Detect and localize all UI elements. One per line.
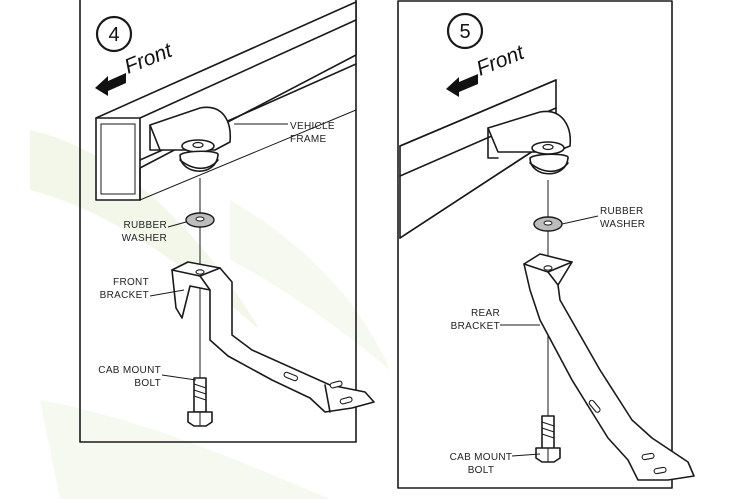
step-4-bracket-label-1: FRONT — [113, 277, 149, 288]
step-5-bolt-label-2: BOLT — [468, 465, 495, 476]
step-5-badge: 5 — [446, 12, 484, 50]
step-5-frame-mount — [487, 110, 571, 175]
step-4-frame-mount — [149, 106, 231, 172]
step-4-front-bracket — [171, 261, 375, 413]
step-5-bracket-label-2: BRACKET — [451, 321, 500, 332]
step-4-vehicle-frame — [95, 1, 357, 201]
step-5-washer-label-2: WASHER — [600, 219, 645, 230]
step-4-washer-label-2: WASHER — [122, 233, 167, 244]
step-5-bracket-label-1: REAR — [471, 308, 500, 319]
step-4-rubber-washer — [185, 212, 215, 228]
step-4-cab-mount-bolt — [187, 377, 213, 427]
step-5-rubber-washer — [533, 216, 563, 232]
step-4-bracket-leader — [149, 289, 185, 297]
step-5-front-arrow: Front — [446, 41, 528, 97]
step-4-number: 4 — [108, 24, 119, 46]
step-4-bolt-label-2: BOLT — [134, 378, 161, 389]
step-5-cab-mount-bolt — [535, 415, 561, 463]
step-5-rear-bracket — [523, 253, 695, 481]
step-4-washer-label-1: RUBBER — [124, 220, 167, 231]
step-4-frame-label-1: VEHICLE — [290, 121, 335, 132]
step-4-frame-label-2: FRAME — [290, 134, 327, 145]
panel-4-border — [79, 0, 357, 443]
step-4-badge: 4 — [95, 15, 133, 53]
step-5-bolt-label-1: CAB MOUNT — [450, 452, 513, 463]
step-4-panel: 4 Front — [79, 0, 375, 443]
panel-5-border — [397, 0, 673, 489]
step-4-bolt-label-1: CAB MOUNT — [98, 365, 161, 376]
step-5-panel: 5 Front — [397, 0, 695, 489]
step-5-front-label: Front — [473, 41, 528, 81]
step-5-bolt-leader — [511, 453, 541, 457]
step-4-bracket-label-2: BRACKET — [100, 290, 149, 301]
step-4-front-label: Front — [121, 39, 176, 79]
step-5-washer-label-1: RUBBER — [600, 206, 643, 217]
step-5-washer-leader — [561, 215, 599, 225]
step-5-number: 5 — [459, 21, 470, 43]
step-4-bolt-leader — [161, 374, 197, 381]
step-4-washer-leader — [167, 221, 187, 228]
